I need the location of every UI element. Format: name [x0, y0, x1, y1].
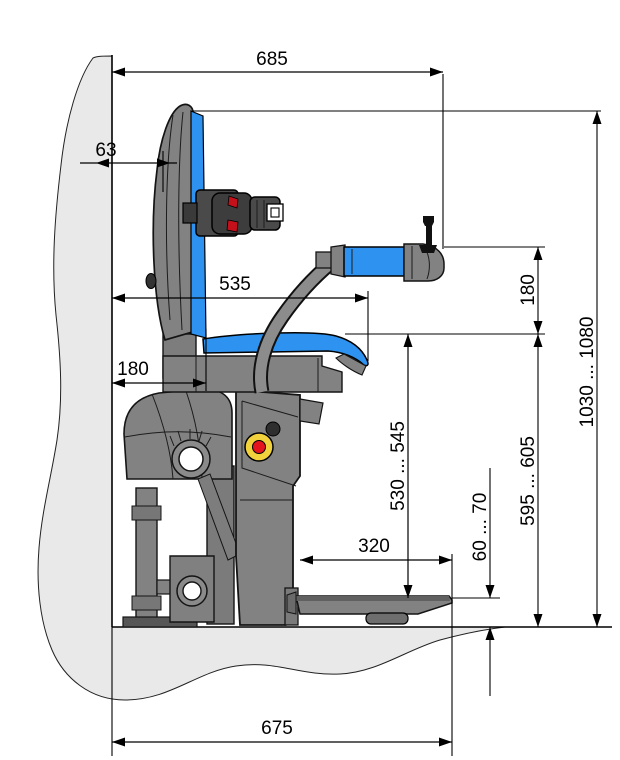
dim-320 [300, 555, 452, 565]
seat-base [162, 333, 343, 393]
extension-lines [111, 74, 601, 756]
dim-675-label: 675 [261, 718, 293, 739]
dimension-labels: 685 63 535 180 180 1030 ... 1080 530 ...… [95, 49, 598, 739]
dim-63-label: 63 [95, 140, 116, 161]
dim-63 [80, 158, 177, 168]
dim-535 [112, 293, 368, 303]
joystick [419, 216, 437, 253]
dim-530-545 [403, 334, 413, 598]
dim-685 [112, 67, 443, 77]
armrest-cushion [343, 246, 405, 277]
dim-1030-1080 [592, 111, 602, 627]
dim-180-armrest-label: 180 [518, 274, 539, 306]
seat-cushion [202, 332, 369, 367]
belt-red-mark-bottom [226, 219, 239, 233]
dimension-lines [80, 67, 602, 747]
dim-675 [112, 737, 452, 747]
seat [202, 332, 369, 376]
dim-60-70 [485, 585, 495, 640]
dim-595-605 [533, 334, 543, 627]
seatbelt-buckle [182, 189, 284, 237]
dim-180-wall-label: 180 [117, 359, 149, 380]
load-roller [365, 612, 409, 625]
dim-535-label: 535 [219, 274, 251, 295]
dim-180-wall [112, 378, 206, 388]
steering-wheel [171, 439, 211, 479]
dim-320-label: 320 [358, 536, 390, 557]
key-knob [265, 421, 281, 437]
belt-red-mark-top [227, 195, 239, 209]
fork [284, 587, 453, 626]
emergency-stop-button [244, 432, 274, 462]
dim-595-605-label: 595 ... 605 [518, 436, 539, 526]
dim-1030-1080-label: 1030 ... 1080 [577, 317, 598, 428]
castor-wheel [169, 555, 215, 623]
armrest-tube [253, 257, 336, 394]
wall-and-floor-cross-section [37, 55, 506, 701]
backrest-knob [145, 273, 157, 289]
dim-60-70-label: 60 ... 70 [470, 493, 491, 562]
armrest [315, 216, 445, 282]
dim-530-545-label: 530 ... 545 [388, 421, 409, 511]
dim-180-armrest [533, 247, 543, 334]
dim-685-label: 685 [256, 49, 288, 70]
chassis-bracket [299, 398, 324, 425]
drive-unit [122, 388, 241, 628]
seat-front-lip [335, 353, 367, 376]
chassis [235, 389, 324, 626]
pallet-truck [122, 103, 453, 628]
